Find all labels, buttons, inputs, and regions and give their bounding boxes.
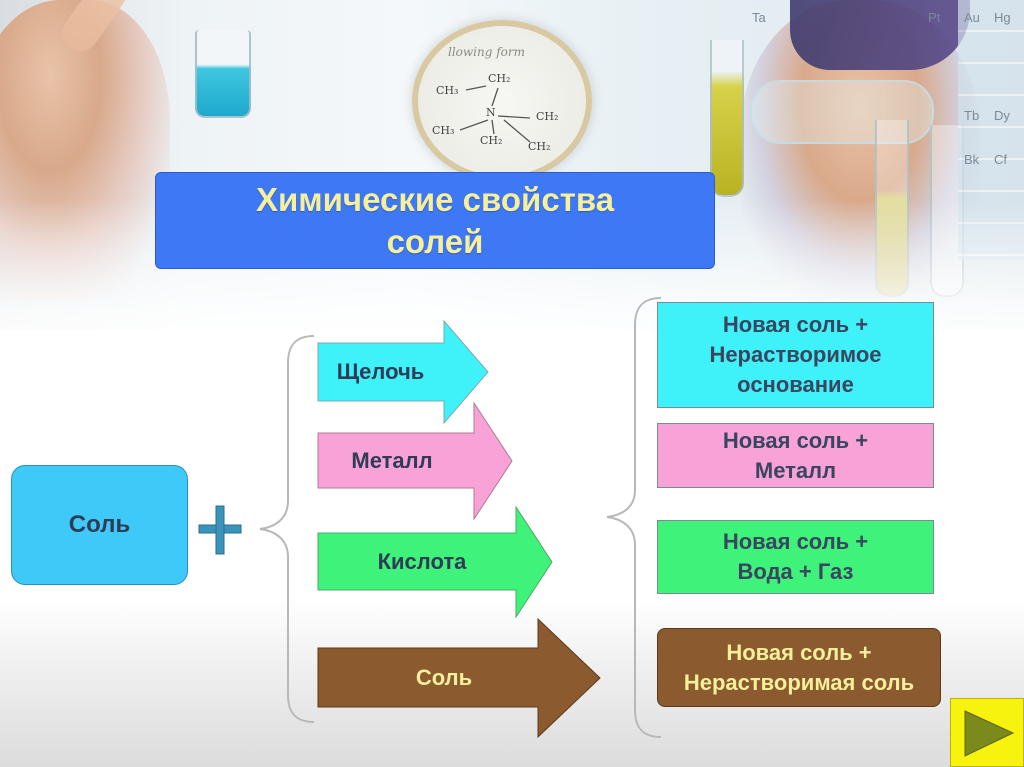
- product-line: Новая соль +: [722, 312, 869, 337]
- reactant-label-acid: Кислота: [377, 548, 467, 574]
- element-symbol: Pt: [928, 10, 941, 25]
- element-symbol: Cf: [994, 152, 1007, 167]
- product-box-salt: Новая соль + Нерастворимая соль: [657, 628, 941, 707]
- arrow-alkali: [317, 320, 489, 424]
- element-symbol: Ta: [752, 10, 766, 25]
- element-symbol: Dy: [994, 108, 1010, 123]
- formula-atom-f: CH₂: [480, 134, 502, 147]
- element-symbol: Au: [964, 10, 980, 25]
- plus-icon: [198, 505, 242, 555]
- yellow-test-tube-icon: [710, 40, 744, 197]
- formula-atom-c: N: [486, 106, 496, 119]
- magnifier-formula-image: llowing form CH₃ CH₂ N CH₂ CH₃ CH₂ CH₂: [412, 20, 592, 182]
- product-box-alkali: Новая соль + Нерастворимое основание: [657, 302, 934, 408]
- bandana-photo: [790, 0, 970, 70]
- formula-atom-d: CH₂: [536, 110, 558, 123]
- next-slide-button[interactable]: [950, 698, 1024, 767]
- product-line: Металл: [754, 457, 837, 483]
- formula-atom-b: CH₂: [488, 72, 510, 85]
- formula-atom-e: CH₃: [432, 124, 454, 137]
- formula-atom-g: CH₂: [528, 140, 550, 153]
- product-line: Нерастворимая соль: [683, 669, 915, 695]
- product-line: основание: [737, 372, 854, 397]
- reactant-label-salt: Соль: [415, 664, 473, 690]
- arrow-metal: [317, 402, 513, 520]
- arrow-acid: [317, 506, 553, 618]
- slide-title: Химические свойства солей: [155, 172, 715, 269]
- left-curly-brace: [259, 335, 315, 723]
- reactant-label-alkali: Щелочь: [336, 359, 425, 384]
- product-line: Новая соль +: [726, 639, 872, 665]
- lens-caption: llowing form: [448, 45, 525, 59]
- title-line-2: солей: [386, 222, 484, 260]
- product-line: Нерастворимое: [709, 342, 882, 367]
- blue-liquid-beaker-icon: [195, 30, 251, 118]
- element-symbol: Tb: [964, 108, 980, 123]
- source-label: Соль: [68, 511, 131, 538]
- source-salt-box: Соль: [11, 465, 188, 585]
- product-line: Вода + Газ: [737, 559, 854, 584]
- product-box-metal: Новая соль + Металл: [657, 423, 934, 488]
- title-line-1: Химические свойства: [255, 180, 615, 218]
- structural-formula-drawing: llowing form CH₃ CH₂ N CH₂ CH₃ CH₂ CH₂: [432, 45, 558, 153]
- element-symbol: Bk: [964, 152, 980, 167]
- arrow-salt: [317, 618, 601, 738]
- product-line: Новая соль +: [722, 427, 869, 453]
- reactant-label-metal: Металл: [351, 447, 433, 473]
- element-symbol: Hg: [994, 10, 1011, 25]
- product-line: Новая соль +: [722, 529, 869, 554]
- formula-atom-a: CH₃: [436, 84, 458, 97]
- product-box-acid: Новая соль + Вода + Газ: [657, 520, 934, 594]
- right-curly-brace: [606, 297, 662, 738]
- play-triangle-icon: [964, 710, 1015, 757]
